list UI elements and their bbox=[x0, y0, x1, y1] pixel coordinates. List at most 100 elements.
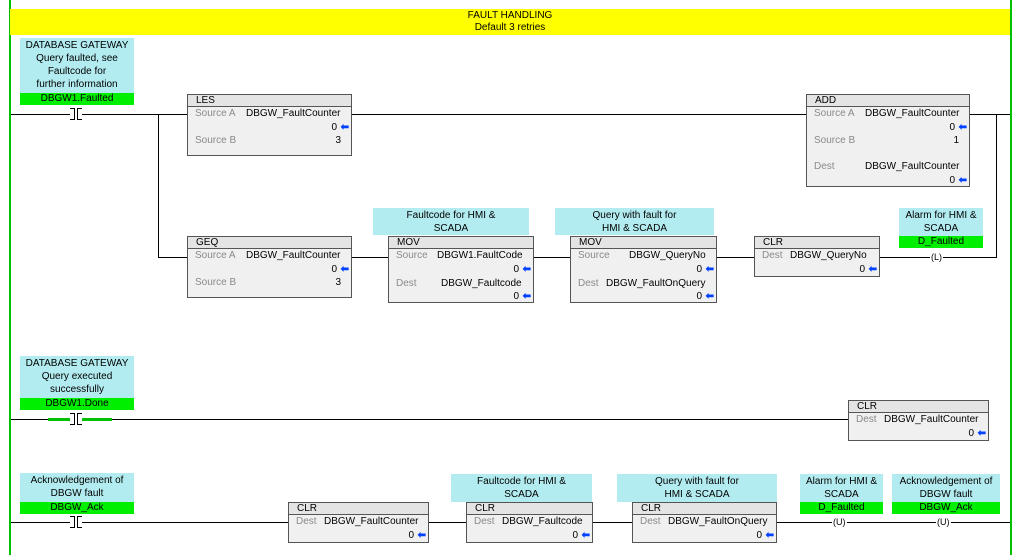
les-source-a-label: Source A bbox=[195, 108, 236, 119]
rung3-wire-a bbox=[11, 522, 70, 523]
rung2-clr-dest-tag[interactable]: DBGW_FaultCounter bbox=[884, 414, 979, 425]
rung1-clr-dest-tag[interactable]: DBGW_QueryNo bbox=[790, 250, 867, 261]
rung1-clr-block-title: CLR bbox=[755, 237, 879, 249]
add-instruction-block[interactable]: ADD Source A DBGW_FaultCounter 0 ⬅ Sourc… bbox=[806, 94, 970, 187]
mov2-dest-value: 0 bbox=[696, 291, 702, 302]
rung2-clr-instruction-block[interactable]: CLR Dest DBGW_FaultCounter 0 ⬅ bbox=[848, 400, 989, 441]
rung3-unlatch-coil-2[interactable]: (U) bbox=[936, 517, 951, 527]
rung1-wire-main-c bbox=[351, 114, 806, 115]
rung1-no-contact[interactable] bbox=[70, 108, 82, 122]
rung3-coil1-tag[interactable]: D_Faulted bbox=[800, 502, 883, 514]
rung1-branch-wire-b bbox=[351, 257, 388, 258]
mov2-dest-tag[interactable]: DBGW_FaultOnQuery bbox=[606, 278, 706, 289]
mov1-comment: Faultcode for HMI &SCADA bbox=[373, 208, 529, 235]
geq-source-a-label: Source A bbox=[195, 250, 236, 261]
rung1-coil-comment: Alarm for HMI &SCADA bbox=[899, 208, 983, 236]
mov1-instruction-block[interactable]: MOV Source DBGW1.FaultCode 0 ⬅ Dest DBGW… bbox=[388, 236, 534, 303]
section-subtitle: Default 3 retries bbox=[474, 22, 546, 33]
rung2-clr-dest-label: Dest bbox=[856, 414, 877, 425]
geq-instruction-block[interactable]: GEQ Source A DBGW_FaultCounter 0 ⬅ Sourc… bbox=[187, 236, 352, 298]
rung3-coil2-tag[interactable]: DBGW_Ack bbox=[892, 502, 1000, 514]
arrow-left-icon: ⬅ bbox=[417, 530, 426, 541]
rung1-latch-coil[interactable]: (L) bbox=[930, 252, 944, 262]
arrow-left-icon: ⬅ bbox=[522, 264, 531, 275]
geq-source-b-value[interactable]: 3 bbox=[335, 277, 341, 288]
rung3-clr1-dest-tag[interactable]: DBGW_FaultCounter bbox=[324, 516, 419, 527]
mov2-source-value: 0 bbox=[696, 264, 702, 275]
rung3-clr2-comment: Faultcode for HMI &SCADA bbox=[451, 474, 592, 502]
rung1-clr-instruction-block[interactable]: CLR Dest DBGW_QueryNo 0 ⬅ bbox=[754, 236, 880, 277]
rung2-no-contact[interactable] bbox=[70, 413, 82, 427]
geq-source-a-value: 0 bbox=[331, 264, 337, 275]
section-header: FAULT HANDLING Default 3 retries bbox=[10, 9, 1010, 35]
rung1-wire-main-a bbox=[11, 114, 70, 115]
arrow-left-icon: ⬅ bbox=[340, 122, 349, 133]
mov2-source-tag[interactable]: DBGW_QueryNo bbox=[629, 250, 706, 261]
rung1-wire-main-d bbox=[969, 114, 1010, 115]
rung3-clr2-dest-tag[interactable]: DBGW_Faultcode bbox=[502, 516, 583, 527]
add-source-a-label: Source A bbox=[814, 108, 855, 119]
arrow-left-icon: ⬅ bbox=[581, 530, 590, 541]
rung3-contact-tag[interactable]: DBGW_Ack bbox=[20, 502, 134, 514]
rung3-clr3-dest-value: 0 bbox=[756, 530, 762, 541]
rung2-clr-block-title: CLR bbox=[849, 401, 988, 413]
geq-source-b-label: Source B bbox=[195, 277, 237, 288]
left-power-rail bbox=[9, 0, 11, 555]
rung1-contact-tag[interactable]: DBGW1.Faulted bbox=[20, 93, 134, 105]
add-block-title: ADD bbox=[807, 95, 969, 107]
rung3-unlatch-coil-1[interactable]: (U) bbox=[832, 517, 847, 527]
rung1-branch-wire-d bbox=[716, 257, 754, 258]
arrow-left-icon: ⬅ bbox=[705, 264, 714, 275]
add-source-b-label: Source B bbox=[814, 135, 856, 146]
rung2-energized-wire-a bbox=[48, 418, 70, 421]
rung1-branch-wire-a bbox=[158, 257, 187, 258]
right-power-rail bbox=[1010, 0, 1012, 555]
add-dest-label: Dest bbox=[814, 161, 835, 172]
rung1-wire-main-b bbox=[82, 114, 187, 115]
arrow-left-icon: ⬅ bbox=[868, 264, 877, 275]
add-source-b-value[interactable]: 1 bbox=[953, 135, 959, 146]
geq-source-a-tag[interactable]: DBGW_FaultCounter bbox=[246, 250, 341, 261]
les-block-title: LES bbox=[188, 95, 351, 107]
mov1-dest-tag[interactable]: DBGW_Faultcode bbox=[441, 278, 522, 289]
mov1-source-label: Source bbox=[396, 250, 428, 261]
mov2-instruction-block[interactable]: MOV Source DBGW_QueryNo 0 ⬅ Dest DBGW_Fa… bbox=[570, 236, 717, 303]
arrow-left-icon: ⬅ bbox=[977, 428, 986, 439]
rung3-clr2-dest-value: 0 bbox=[572, 530, 578, 541]
rung2-wire-b bbox=[112, 419, 848, 420]
rung3-clr3-instruction-block[interactable]: CLR Dest DBGW_FaultOnQuery 0 ⬅ bbox=[632, 502, 777, 543]
rung2-wire-a bbox=[11, 419, 48, 420]
rung2-clr-dest-value: 0 bbox=[968, 428, 974, 439]
rung2-energized-wire-b bbox=[82, 418, 112, 421]
mov1-block-title: MOV bbox=[389, 237, 533, 249]
arrow-left-icon: ⬅ bbox=[958, 122, 967, 133]
les-instruction-block[interactable]: LES Source A DBGW_FaultCounter 0 ⬅ Sourc… bbox=[187, 94, 352, 156]
les-source-a-tag[interactable]: DBGW_FaultCounter bbox=[246, 108, 341, 119]
rung3-clr3-dest-tag[interactable]: DBGW_FaultOnQuery bbox=[668, 516, 768, 527]
rung1-coil-tag[interactable]: D_Faulted bbox=[899, 236, 983, 248]
add-dest-tag[interactable]: DBGW_FaultCounter bbox=[865, 161, 960, 172]
arrow-left-icon: ⬅ bbox=[705, 291, 714, 302]
arrow-left-icon: ⬅ bbox=[958, 175, 967, 186]
mov1-source-tag[interactable]: DBGW1.FaultCode bbox=[437, 250, 523, 261]
mov2-dest-label: Dest bbox=[578, 278, 599, 289]
rung1-clr-dest-value: 0 bbox=[859, 264, 865, 275]
rung3-clr1-instruction-block[interactable]: CLR Dest DBGW_FaultCounter 0 ⬅ bbox=[288, 502, 429, 543]
rung3-clr2-block-title: CLR bbox=[467, 503, 592, 515]
rung3-coil1-comment: Alarm for HMI &SCADA bbox=[800, 474, 883, 502]
rung1-branch-left-vertical bbox=[158, 114, 159, 258]
add-source-a-value: 0 bbox=[949, 122, 955, 133]
rung1-branch-wire-c bbox=[533, 257, 570, 258]
les-source-b-label: Source B bbox=[195, 135, 237, 146]
rung1-clr-dest-label: Dest bbox=[762, 250, 783, 261]
add-source-a-tag[interactable]: DBGW_FaultCounter bbox=[865, 108, 960, 119]
les-source-b-value[interactable]: 3 bbox=[335, 135, 341, 146]
rung3-clr2-instruction-block[interactable]: CLR Dest DBGW_Faultcode 0 ⬅ bbox=[466, 502, 593, 543]
rung2-contact-tag[interactable]: DBGW1.Done bbox=[20, 398, 134, 410]
rung3-no-contact[interactable] bbox=[70, 516, 82, 530]
rung3-clr1-dest-value: 0 bbox=[408, 530, 414, 541]
